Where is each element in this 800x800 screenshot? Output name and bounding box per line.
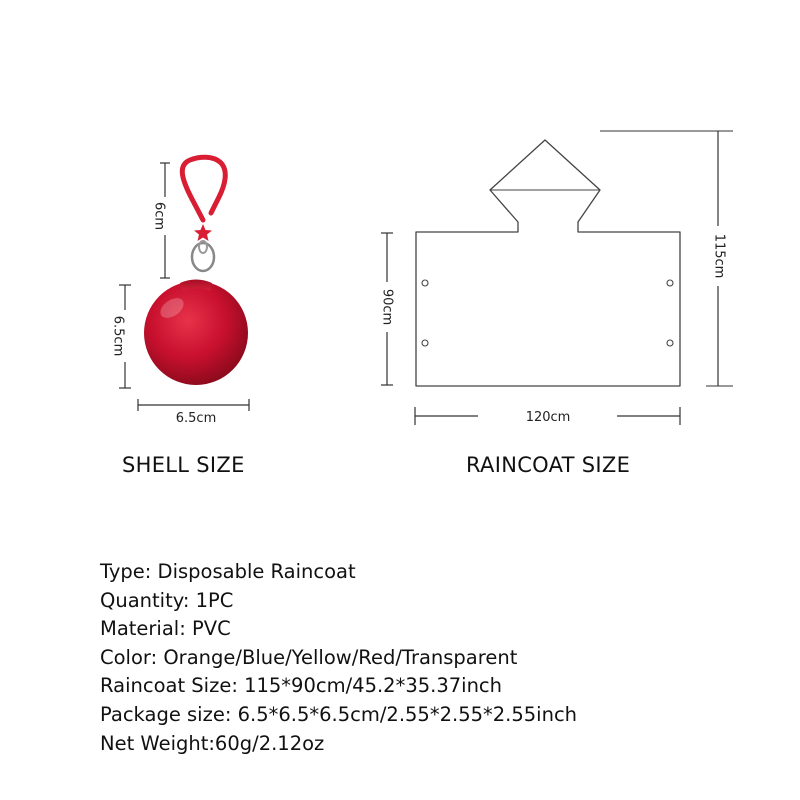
shell-size-caption: SHELL SIZE (122, 453, 245, 477)
spec-net-weight: Net Weight:60g/2.12oz (100, 731, 325, 755)
snap-button-icon (666, 279, 674, 287)
spec-package-size: Package size: 6.5*6.5*6.5cm/2.55*2.55*2.… (100, 702, 578, 726)
shell-highlight (160, 298, 184, 318)
hook-height-dimension: 6cm (150, 162, 178, 279)
snap-button-icon (421, 279, 429, 287)
spec-quantity: Quantity: 1PC (100, 588, 234, 612)
hook-icon (179, 154, 228, 223)
total-height-dimension: 115cm (600, 130, 733, 387)
shell-ball (144, 281, 248, 385)
size-diagram: 6cm 6.5cm 6.5cm 115cm 90cm (108, 130, 733, 426)
shell-illustration (144, 154, 248, 385)
snap-button-icon (666, 339, 674, 347)
spec-list: Type: Disposable Raincoat Quantity: 1PC … (100, 558, 577, 758)
spec-raincoat-size: Raincoat Size: 115*90cm/45.2*35.37inch (100, 674, 503, 698)
width-dimension: 120cm (414, 407, 681, 425)
body-height-label: 90cm (380, 289, 395, 325)
shell-cap (180, 279, 212, 291)
ball-width-label: 6.5cm (176, 411, 217, 426)
raincoat-size-caption: RAINCOAT SIZE (466, 453, 631, 477)
star-connector-icon (194, 224, 212, 241)
ball-height-dimension: 6.5cm (108, 284, 138, 389)
ball-height-label: 6.5cm (111, 316, 126, 357)
hook-height-label: 6cm (152, 202, 167, 230)
width-label: 120cm (526, 410, 571, 425)
total-height-label: 115cm (712, 234, 727, 279)
spec-color: Color: Orange/Blue/Yellow/Red/Transparen… (100, 645, 518, 669)
small-ring-icon (198, 240, 208, 254)
body-height-dimension: 90cm (374, 232, 400, 386)
raincoat-outline (415, 139, 681, 387)
spec-material: Material: PVC (100, 617, 231, 641)
spec-type: Type: Disposable Raincoat (100, 560, 356, 583)
ball-width-dimension: 6.5cm (137, 399, 250, 426)
key-ring-icon (190, 241, 216, 273)
snap-button-icon (421, 339, 429, 347)
